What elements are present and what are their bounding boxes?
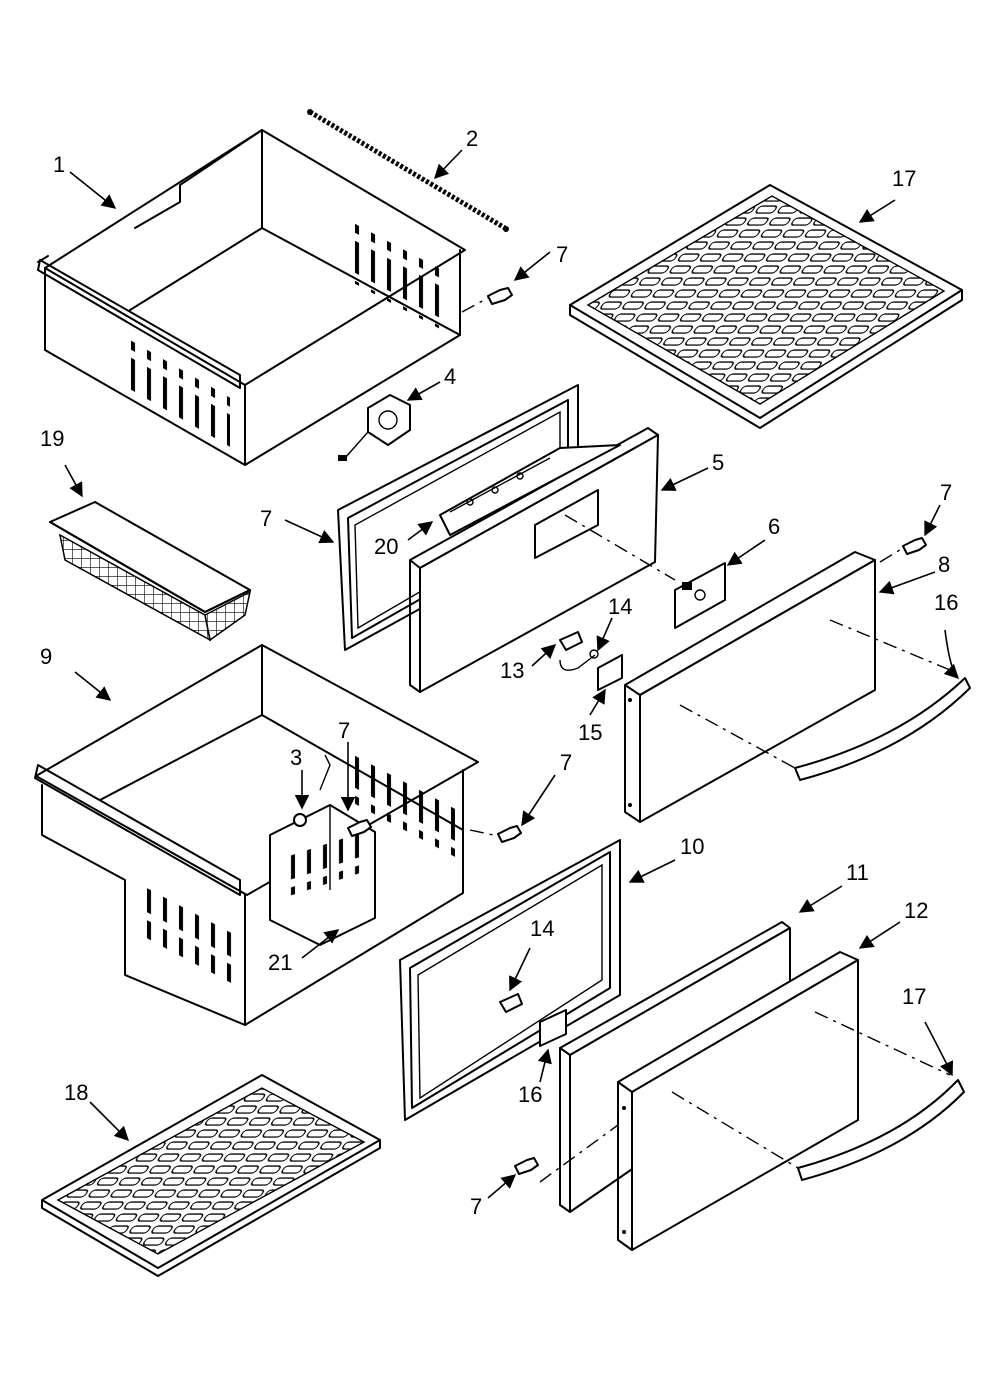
upper-shelf-grill xyxy=(569,184,963,429)
lower-fastener-group xyxy=(499,993,567,1047)
lower-drawer-pan xyxy=(34,644,479,1026)
screw-7b xyxy=(902,537,927,555)
callout-5: 5 xyxy=(712,450,724,475)
screw-7c xyxy=(347,819,372,837)
callout-6: 6 xyxy=(768,514,780,539)
callout-16-lower: 16 xyxy=(518,1082,542,1107)
callout-7-inner: 7 xyxy=(338,718,350,743)
callout-11: 10 xyxy=(680,834,704,859)
callout-17-upper: 16 xyxy=(934,590,958,615)
callout-7-right: 7 xyxy=(940,480,952,505)
upper-drawer-front xyxy=(409,427,659,693)
callout-14-lower: 14 xyxy=(530,916,554,941)
callout-9: 8 xyxy=(938,552,950,577)
callout-10: 9 xyxy=(40,644,52,669)
callout-18: 17 xyxy=(892,166,916,191)
leader-lines xyxy=(64,149,960,1199)
upper-handle xyxy=(794,677,971,781)
callout-20: 19 xyxy=(40,426,64,451)
screw-3 xyxy=(293,754,331,827)
control-bracket xyxy=(674,562,726,629)
callout-7-side: 7 xyxy=(560,750,572,775)
callout-16-upper: 15 xyxy=(578,720,602,745)
callout-1: 1 xyxy=(53,152,65,177)
screw-7d xyxy=(497,825,522,843)
lower-shelf-grill xyxy=(41,1074,381,1277)
callout-labels: 1 2 3 4 5 6 7 7 7 7 7 7 8 9 10 11 12 13 … xyxy=(40,126,958,1219)
upper-drawer-pan xyxy=(37,129,466,466)
callout-15: 14 xyxy=(608,594,632,619)
lower-drawer-front xyxy=(617,951,859,1251)
callout-13: 12 xyxy=(904,898,928,923)
callout-21: 20 xyxy=(374,534,398,559)
callout-7-top: 7 xyxy=(556,242,568,267)
callout-12: 11 xyxy=(846,860,869,885)
callout-7-bottom: 7 xyxy=(470,1194,482,1219)
upper-fastener-group xyxy=(559,631,623,691)
screw-7a xyxy=(487,287,513,305)
lower-handle xyxy=(797,1079,965,1181)
callout-3: 3 xyxy=(290,745,302,770)
callout-19: 18 xyxy=(64,1080,88,1105)
drive-motor xyxy=(338,394,411,461)
screw-7e xyxy=(514,1157,539,1175)
upper-drawer-panel xyxy=(624,551,876,823)
callout-17-lower: 17 xyxy=(902,984,926,1009)
callout-2: 2 xyxy=(466,126,478,151)
callout-14-upper: 13 xyxy=(500,658,524,683)
callout-8: 7 xyxy=(260,506,272,531)
assembly-lines xyxy=(461,297,951,1183)
callout-4: 4 xyxy=(444,364,456,389)
callout-22: 21 xyxy=(268,950,292,975)
support-rod xyxy=(307,109,509,232)
wire-basket xyxy=(49,501,252,642)
